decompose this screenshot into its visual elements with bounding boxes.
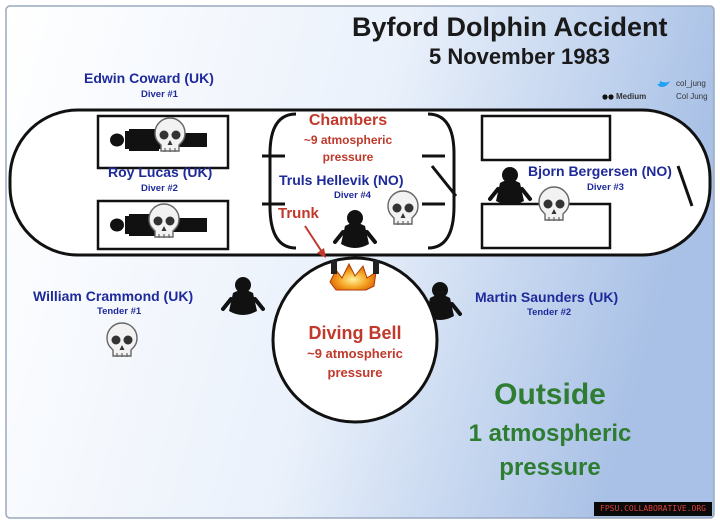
chamber-box-3 (480, 114, 612, 162)
person-name: William Crammond (UK) (33, 288, 194, 304)
medium-label: Medium (616, 92, 647, 101)
trunk-arrow (304, 225, 323, 253)
chambers-pressure-line1: ~9 atmospheric (303, 133, 393, 147)
medium-handle: Col Jung (676, 92, 708, 101)
outside-label: Outside (494, 378, 606, 411)
medium-icon (602, 94, 614, 100)
twitter-handle: col_jung (676, 79, 706, 88)
twitter-icon (657, 81, 670, 87)
outside-line1: 1 atmospheric (468, 420, 632, 447)
person-role: Diver #1 (141, 89, 178, 100)
diving-bell-pressure-line2: pressure (327, 365, 383, 380)
outside-line2: pressure (499, 454, 601, 481)
diving-bell-pressure-line1: ~9 atmospheric (307, 346, 403, 361)
person-role: Diver #2 (141, 183, 178, 194)
chambers-pressure-line2: pressure (322, 150, 374, 164)
explosion-icon (329, 260, 379, 291)
person-role: Diver #4 (334, 190, 371, 201)
diving-bell-label: Diving Bell (308, 323, 402, 343)
person-role: Tender #2 (527, 307, 572, 318)
chambers-label: Chambers (308, 112, 388, 129)
diagram-title: Byford Dolphin Accident (352, 12, 668, 42)
person-name: Truls Hellevik (NO) (279, 172, 404, 188)
person-role: Tender #1 (97, 306, 142, 317)
person-name: Edwin Coward (UK) (84, 70, 214, 86)
diagram-date: 5 November 1983 (429, 44, 610, 69)
trunk-label: Trunk (278, 205, 319, 222)
watermark: FPSU.COLLABORATIVE.ORG (594, 502, 712, 516)
person-name: Martin Saunders (UK) (475, 289, 619, 305)
diving-bell-outline (271, 256, 439, 424)
central-chamber-wall (268, 112, 456, 250)
person-name: Bjorn Bergersen (NO) (528, 163, 672, 179)
person-name: Roy Lucas (UK) (108, 164, 213, 180)
person-role: Diver #3 (587, 182, 624, 193)
